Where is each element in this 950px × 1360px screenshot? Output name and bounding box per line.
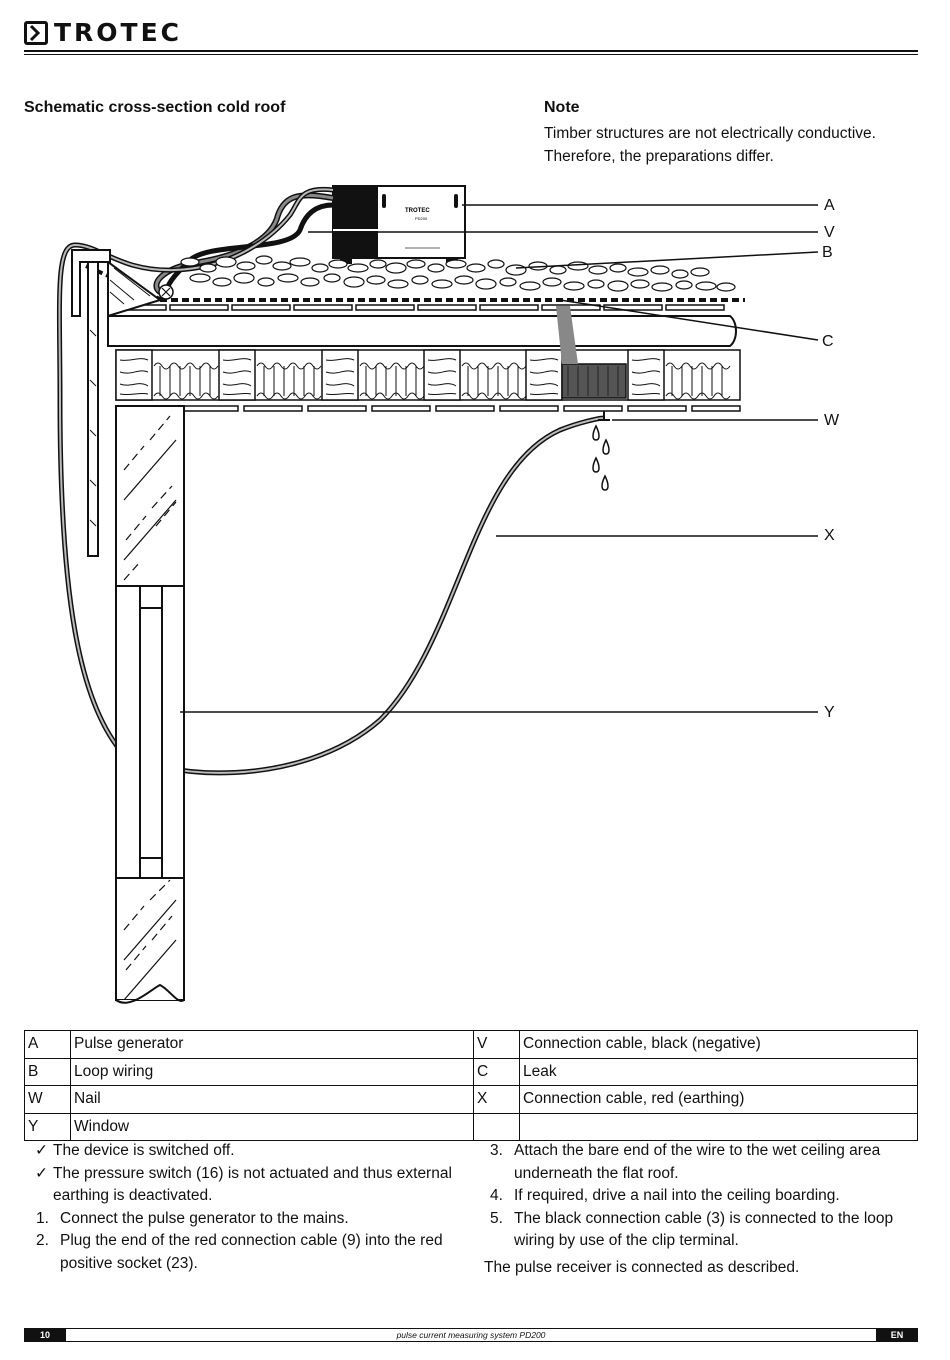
legend-key: W bbox=[24, 1085, 71, 1114]
table-row: Y Window bbox=[24, 1112, 918, 1141]
legend-key: V bbox=[473, 1030, 520, 1059]
callout-y: Y bbox=[824, 704, 835, 721]
list-item: ✓ The pressure switch (16) is not actuat… bbox=[30, 1163, 460, 1208]
leak-path bbox=[556, 306, 578, 364]
pulse-generator-device: TROTEC PD200 bbox=[332, 185, 466, 264]
list-item: 3. Attach the bare end of the wire to th… bbox=[484, 1140, 914, 1185]
legend-key: X bbox=[473, 1085, 520, 1114]
legend-key: A bbox=[24, 1030, 71, 1059]
step-text: Attach the bare end of the wire to the w… bbox=[514, 1142, 881, 1182]
roof-decking bbox=[107, 304, 725, 311]
roof-beam bbox=[107, 315, 737, 347]
step-number: 4. bbox=[490, 1187, 503, 1204]
legend-key: B bbox=[24, 1057, 71, 1086]
callout-leaders bbox=[180, 204, 819, 713]
step-text: Plug the end of the red connection cable… bbox=[60, 1232, 443, 1272]
callout-w: W bbox=[824, 412, 840, 429]
step-number: 5. bbox=[490, 1209, 503, 1227]
legend-value: Connection cable, black (negative) bbox=[519, 1030, 918, 1059]
list-item: 2. Plug the end of the red connection ca… bbox=[30, 1230, 460, 1275]
nail bbox=[598, 411, 610, 421]
parapet bbox=[71, 249, 163, 557]
section-title: Schematic cross-section cold roof bbox=[24, 99, 286, 116]
list-item: 5. The black connection cable (3) is con… bbox=[484, 1208, 914, 1253]
header-divider bbox=[24, 50, 918, 52]
brand-name: TROTEC bbox=[54, 18, 183, 47]
note-line: Therefore, the preparations differ. bbox=[544, 148, 774, 165]
note-body: Timber structures are not electrically c… bbox=[544, 122, 924, 168]
check-icon: ✓ bbox=[35, 1164, 48, 1182]
language-badge: EN bbox=[876, 1329, 918, 1341]
legend-table: A Pulse generator V Connection cable, bl… bbox=[24, 1030, 918, 1141]
table-row: B Loop wiring C Leak bbox=[24, 1057, 918, 1086]
note-line: Timber structures are not electrically c… bbox=[544, 125, 876, 142]
rafters-and-insulation bbox=[115, 349, 741, 401]
ceiling-boarding bbox=[115, 405, 741, 412]
device-model: PD200 bbox=[415, 216, 428, 221]
steps-left-column: ✓ The device is switched off. ✓ The pres… bbox=[30, 1140, 460, 1275]
brand-logo: TROTEC bbox=[24, 20, 182, 46]
legend-key: C bbox=[473, 1057, 520, 1086]
water-drops bbox=[592, 424, 610, 491]
step-text: The device is switched off. bbox=[53, 1142, 235, 1159]
step-text: Connect the pulse generator to the mains… bbox=[60, 1209, 349, 1227]
note-title: Note bbox=[544, 99, 580, 116]
device-brand: TROTEC bbox=[405, 208, 430, 214]
step-number: 1. bbox=[36, 1209, 49, 1227]
result-text: The pulse receiver is connected as descr… bbox=[484, 1258, 800, 1276]
step-number: 3. bbox=[490, 1142, 503, 1159]
footer: 10 pulse current measuring system PD200 … bbox=[24, 1328, 918, 1342]
window bbox=[115, 585, 185, 879]
gravel-layer bbox=[180, 255, 736, 292]
steps-right-column: 3. Attach the bare end of the wire to th… bbox=[484, 1140, 914, 1279]
legend-value: Pulse generator bbox=[70, 1030, 474, 1059]
chevron-right-icon bbox=[24, 21, 48, 45]
list-item: 1. Connect the pulse generator to the ma… bbox=[30, 1208, 460, 1231]
document-title: pulse current measuring system PD200 bbox=[396, 1330, 546, 1340]
header-divider-thin bbox=[24, 54, 918, 55]
table-row: A Pulse generator V Connection cable, bl… bbox=[24, 1030, 918, 1059]
legend-value: Loop wiring bbox=[70, 1057, 474, 1086]
list-item: ✓ The device is switched off. bbox=[30, 1140, 460, 1163]
callout-v: V bbox=[824, 224, 835, 241]
page-number: 10 bbox=[24, 1329, 66, 1341]
roof-cross-section-diagram: TROTEC PD200 bbox=[56, 185, 840, 1004]
legend-value: Connection cable, red (earthing) bbox=[519, 1085, 918, 1114]
step-text: The black connection cable (3) is connec… bbox=[514, 1209, 894, 1250]
step-text: If required, drive a nail into the ceili… bbox=[514, 1187, 840, 1204]
callout-x: X bbox=[824, 527, 835, 544]
legend-key: Y bbox=[24, 1112, 71, 1141]
legend-value bbox=[519, 1112, 918, 1141]
check-icon: ✓ bbox=[35, 1142, 48, 1159]
wall bbox=[115, 405, 185, 1004]
step-number: 2. bbox=[36, 1232, 49, 1249]
legend-value: Leak bbox=[519, 1057, 918, 1086]
callout-a: A bbox=[824, 197, 835, 214]
step-text: The pressure switch (16) is not actuated… bbox=[53, 1164, 452, 1205]
callout-b: B bbox=[822, 244, 833, 261]
list-item: 4. If required, drive a nail into the ce… bbox=[484, 1185, 914, 1208]
legend-key bbox=[473, 1112, 520, 1141]
table-row: W Nail X Connection cable, red (earthing… bbox=[24, 1085, 918, 1114]
legend-value: Window bbox=[70, 1112, 474, 1141]
callout-c: C bbox=[822, 333, 834, 350]
legend-value: Nail bbox=[70, 1085, 474, 1114]
